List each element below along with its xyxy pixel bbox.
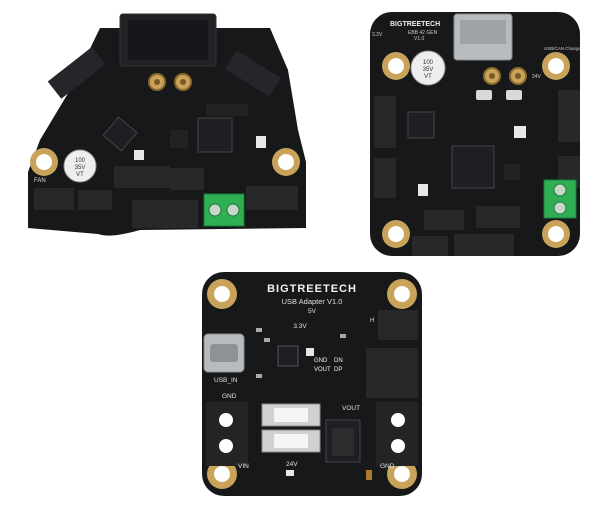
usb-adapter-right-connector bbox=[366, 348, 418, 398]
ebb42-green-terminal bbox=[543, 179, 577, 219]
ebb36-driver-chip bbox=[102, 116, 138, 152]
ebb36-mcu-chip bbox=[197, 117, 233, 153]
svg-text:BIGTREETECH: BIGTREETECH bbox=[390, 21, 440, 28]
svg-text:DP: DP bbox=[334, 367, 342, 373]
usb-adapter-logo: BIGTREETECH bbox=[267, 283, 357, 295]
svg-text:GND: GND bbox=[380, 463, 395, 470]
svg-text:H: H bbox=[370, 318, 374, 324]
svg-text:USB_IN: USB_IN bbox=[214, 377, 238, 384]
ebb36-board-photo: 100 35V VT FAN bbox=[20, 10, 312, 242]
usb-adapter-fuse-bottom bbox=[261, 429, 321, 453]
svg-text:VT: VT bbox=[424, 74, 432, 80]
ebb36-right-connector bbox=[225, 50, 281, 97]
ebb42-mcu-chip bbox=[451, 145, 495, 189]
svg-text:24V: 24V bbox=[286, 461, 298, 468]
svg-text:35V: 35V bbox=[75, 165, 86, 171]
svg-text:EBB 42 GEN: EBB 42 GEN bbox=[408, 30, 438, 36]
ebb36-green-terminal bbox=[203, 193, 245, 227]
usb-adapter-title: USB Adapter V1.0 bbox=[282, 297, 343, 306]
usb-adapter-left-terminal bbox=[206, 402, 248, 466]
svg-text:3.3V: 3.3V bbox=[372, 32, 383, 38]
ebb36-pcb bbox=[28, 28, 306, 236]
ebb36-left-connector bbox=[47, 46, 106, 99]
svg-text:GND: GND bbox=[314, 358, 328, 364]
ebb36-capacitor: 100 35V VT bbox=[63, 149, 97, 183]
usb-adapter-board-photo: BIGTREETECH USB Adapter V1.0 5V 3.3V USB… bbox=[200, 270, 426, 500]
ebb42-driver-chip bbox=[407, 111, 435, 139]
svg-text:35V: 35V bbox=[423, 67, 434, 73]
svg-text:VIN: VIN bbox=[238, 463, 249, 470]
ebb36-fan-label: FAN bbox=[34, 178, 46, 184]
svg-text:V1.0: V1.0 bbox=[414, 36, 425, 42]
svg-text:VT: VT bbox=[76, 172, 84, 178]
ebb42-board-photo: BIGTREETECH EBB 42 GEN V1.0 3.3V USB/CAN… bbox=[368, 8, 584, 260]
usb-adapter-right-terminal bbox=[376, 402, 418, 466]
svg-text:100: 100 bbox=[423, 60, 434, 66]
svg-text:USB/CAN Change: USB/CAN Change bbox=[544, 46, 582, 51]
svg-text:5V: 5V bbox=[308, 308, 317, 315]
svg-text:VOUT: VOUT bbox=[314, 367, 331, 373]
usb-adapter-ic bbox=[277, 345, 299, 367]
svg-text:VOUT: VOUT bbox=[342, 405, 360, 412]
svg-text:GND: GND bbox=[222, 393, 237, 400]
ebb36-fan-connector bbox=[34, 188, 74, 210]
svg-text:3.3V: 3.3V bbox=[293, 323, 307, 330]
usb-adapter-fuse-top bbox=[261, 403, 321, 427]
svg-text:DN: DN bbox=[334, 358, 343, 364]
ebb42-capacitor: 100 35V VT bbox=[410, 50, 446, 86]
svg-text:100: 100 bbox=[75, 158, 86, 164]
svg-text:24V: 24V bbox=[532, 74, 542, 80]
